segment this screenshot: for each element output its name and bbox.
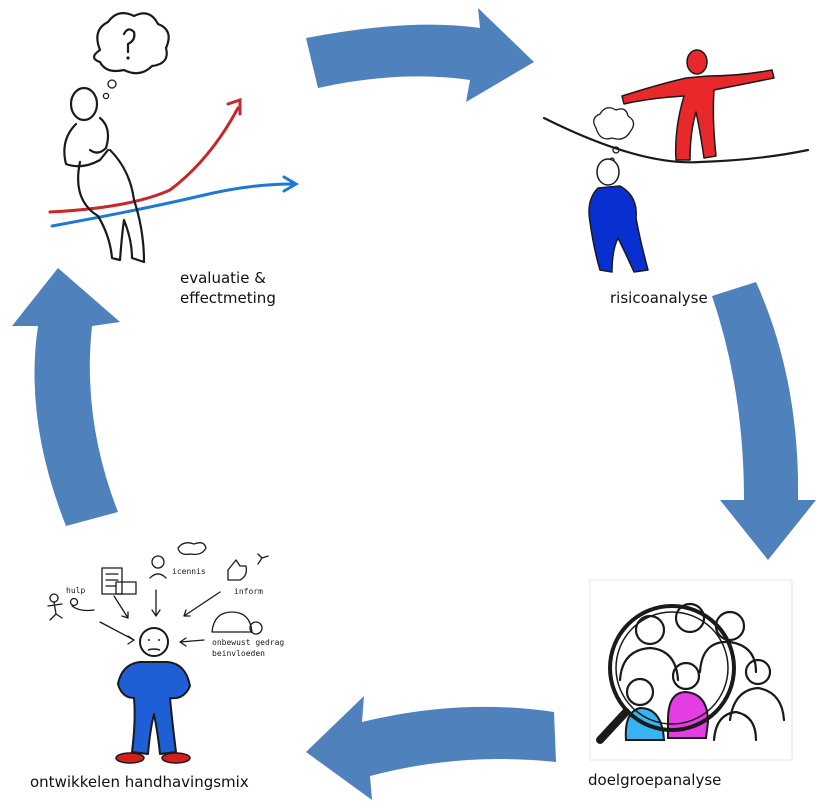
arrow-evaluatie-to-risico — [306, 8, 534, 102]
arrow-risico-to-doelgroep — [712, 282, 816, 560]
word-icennis: icennis — [172, 567, 206, 576]
word-hulp: hulp — [66, 586, 85, 595]
word-inform: inform — [234, 587, 263, 596]
thought-cloud-icon — [92, 11, 170, 100]
tightrope — [542, 116, 810, 164]
word-beinvloeden-1: onbewust gedrag — [212, 638, 284, 647]
trend-line-red — [48, 106, 240, 214]
arrow-doelgroep-to-handhaving — [306, 696, 556, 800]
tightrope-walker-icon — [621, 49, 775, 161]
inform-icon: inform — [227, 553, 269, 596]
thinking-person-icon — [63, 86, 146, 264]
document-icon — [101, 567, 137, 595]
icennis-icon: icennis — [149, 542, 207, 579]
person-magenta — [667, 690, 710, 739]
arrow-handhaving-to-evaluatie — [12, 268, 120, 526]
label-evaluatie: evaluatie & effectmeting — [180, 269, 276, 307]
label-risico: risicoanalyse — [610, 289, 708, 307]
enforcement-mix-person-icon — [115, 627, 191, 764]
trend-line-blue — [50, 182, 294, 228]
blue-thinker-icon — [588, 158, 649, 273]
magnifying-glass-icon — [596, 604, 736, 744]
onbewust-gedrag-icon: onbewust gedrag beinvloeden — [211, 611, 284, 658]
influence-arrows — [99, 589, 221, 647]
hulp-icon: hulp — [47, 586, 95, 621]
label-handhaving: ontwikkelen handhavingsmix — [30, 773, 249, 791]
label-doelgroep: doelgroepanalyse — [588, 771, 722, 789]
word-beinvloeden-2: beinvloeden — [212, 649, 265, 658]
